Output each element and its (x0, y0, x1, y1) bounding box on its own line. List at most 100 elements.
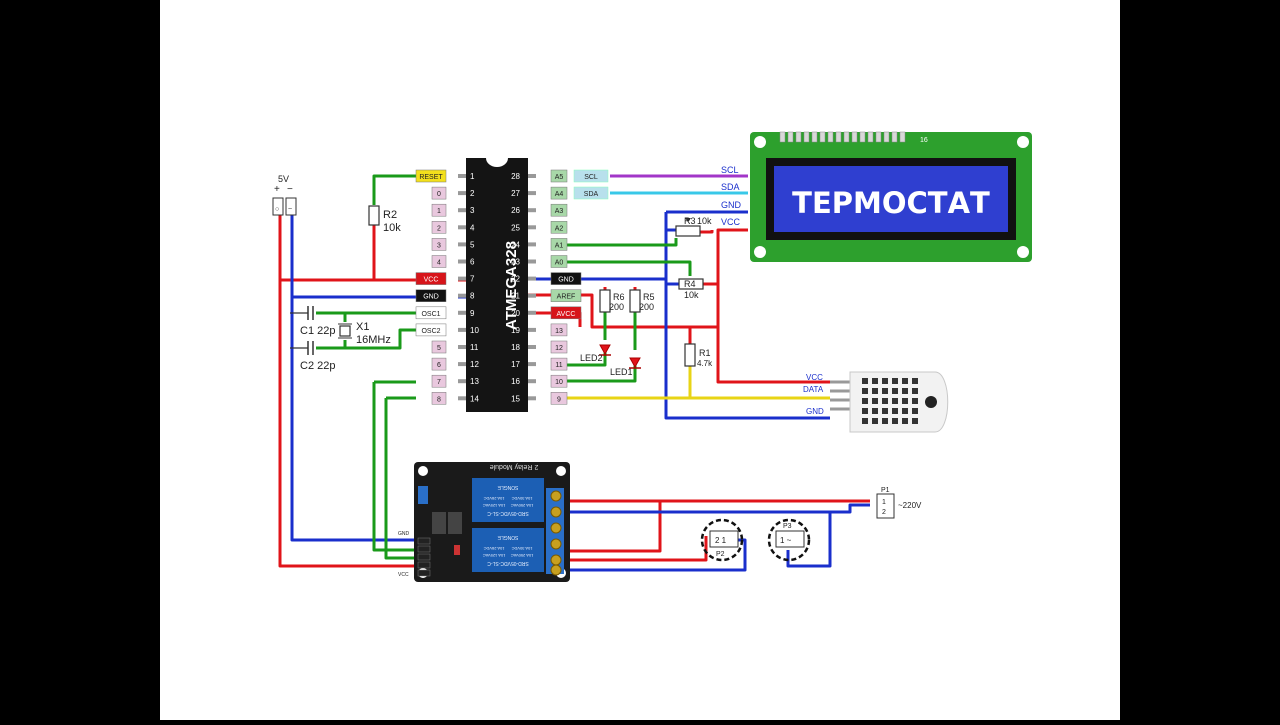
relay-label-vcc: VCC (398, 572, 409, 578)
dht-label-data: DATA (803, 385, 824, 394)
mcu-pin-number: 14 (470, 394, 479, 403)
relay-label-gnd: GND (398, 531, 410, 537)
dht-grille-slot (902, 398, 908, 404)
mcu-pin-tag (550, 392, 568, 405)
mcu-pin-label: 4 (437, 260, 441, 267)
r4-value: 10k (684, 290, 699, 300)
dht-grille-slot (872, 418, 878, 424)
scl-tag (573, 169, 609, 183)
mcu-pin-number: 28 (511, 172, 520, 181)
mcu-pin-label: AREF (557, 294, 576, 301)
ac-side: P1 1 2 ~220V 2 1 P2 1 ~ P3 (700, 487, 922, 562)
mcu-pin-number: 23 (511, 258, 520, 267)
dht-grille-slot (892, 388, 898, 394)
mcu-pin-tag (550, 238, 568, 251)
mcu-pin-number: 27 (511, 189, 520, 198)
dht-grille-slot (882, 378, 888, 384)
dht-grille-slot (882, 408, 888, 414)
mcu-pin-label: 3 (437, 242, 441, 249)
mcu-pin-tag (550, 203, 568, 217)
p1-label: P1 (881, 487, 890, 494)
wire-ac-neutral (830, 503, 870, 514)
lcd-display-text: ТЕРМОСТАТ (792, 186, 990, 220)
r2-value: 10k (383, 222, 401, 234)
dht-sensor: VCC DATA GND (803, 371, 949, 433)
mcu-pin-tag (550, 374, 568, 388)
dht-grille-slot (862, 398, 868, 404)
dht-grille-slot (892, 398, 898, 404)
dht-grille-slot (872, 388, 878, 394)
relay-board-title: 2 Relay Module (490, 463, 539, 470)
lcd-header-pin (779, 131, 786, 143)
mcu-pin-tag (431, 203, 447, 217)
dht-grille-slot (862, 418, 868, 424)
dht-grille-slot (902, 378, 908, 384)
power-terminal-plus (272, 197, 284, 216)
wire-lcd-vcc (716, 228, 748, 327)
mcu-pin-number: 22 (511, 275, 520, 284)
crystal-x1 (339, 325, 351, 337)
mcu-pin-tag (550, 186, 568, 200)
mcu-pin-number: 21 (511, 292, 520, 301)
mcu-pin-label: GND (558, 277, 574, 284)
svg-text:SCL: SCL (584, 174, 598, 181)
mcu-pin-number: 11 (470, 343, 479, 352)
dht-grille-slot (892, 378, 898, 384)
mcu-pin-number: 1 (470, 172, 475, 181)
lcd-header-pin (803, 131, 810, 143)
lcd-label-sda: SDA (721, 182, 740, 192)
mcu-pin-number: 19 (511, 326, 520, 335)
mcu-notch (486, 158, 508, 167)
wire-reset-r2 (372, 174, 416, 205)
mcu-pin-number: 15 (511, 394, 520, 403)
mcu-pin-tag (550, 357, 568, 371)
relay-jumper (418, 486, 428, 504)
svg-text:SONGLE: SONGLE (497, 484, 519, 490)
mcu-pin-label: A2 (555, 225, 564, 232)
relay-module: 2 Relay Module SRD-05VDC-SL-C 10A 250VAC… (398, 462, 570, 582)
dht-label-gnd: GND (806, 407, 824, 416)
lcd-module: 16 ТЕРМОСТАТ SCL SDA GND VCC (721, 131, 1032, 262)
resistor-r6 (599, 289, 611, 313)
p3-label: P3 (783, 523, 792, 530)
dht-grille-slot (882, 418, 888, 424)
mcu-pin-number: 25 (511, 223, 520, 232)
svg-text:10A 28VDC: 10A 28VDC (483, 546, 504, 551)
mcu-pin-number: 12 (470, 360, 479, 369)
r6-name: R6 (613, 292, 625, 302)
r3-value: 10k (697, 216, 712, 226)
mcu-pin-label: 12 (555, 345, 563, 352)
mcu-body (466, 158, 528, 412)
mcu-pin-number: 18 (511, 343, 520, 352)
mcu-pin-number: 6 (470, 258, 475, 267)
mcu-pin-label: RESET (419, 174, 443, 181)
mcu-pin-tag (431, 221, 447, 234)
relay-optocoupler-1 (432, 512, 446, 534)
svg-text:○: ○ (275, 206, 279, 213)
relay-screw (550, 564, 562, 576)
mcu-pin-label: GND (423, 294, 439, 301)
r3-name: R3 (684, 216, 696, 226)
potentiometer-r4 (678, 278, 704, 290)
relay-header-pin (417, 561, 431, 569)
r6-value: 200 (609, 302, 624, 312)
svg-text:10A 125VAC: 10A 125VAC (483, 553, 506, 558)
power-input: 5V + − ○ ~ (272, 174, 297, 216)
power-terminal-minus (285, 197, 297, 216)
mcu-pin-number: 5 (470, 240, 475, 249)
svg-text:10A 125VAC: 10A 125VAC (483, 503, 506, 508)
dht-mount-hole (925, 396, 937, 408)
mcu-pin-number: 3 (470, 206, 475, 215)
dht-grille-slot (872, 378, 878, 384)
c1-label: C1 22p (300, 325, 335, 337)
relay-optocoupler-2 (448, 512, 462, 534)
wire-osc2 (316, 328, 416, 350)
mcu-pin-number: 17 (511, 360, 520, 369)
lcd-label-scl: SCL (721, 165, 739, 175)
mcu-pin-number: 9 (470, 309, 475, 318)
lcd-header-pin (835, 131, 842, 143)
mcu-pin-label: A3 (555, 208, 564, 215)
relay-1 (472, 478, 544, 522)
wire-pin7-relay (372, 382, 418, 552)
connector-p1 (876, 493, 895, 519)
